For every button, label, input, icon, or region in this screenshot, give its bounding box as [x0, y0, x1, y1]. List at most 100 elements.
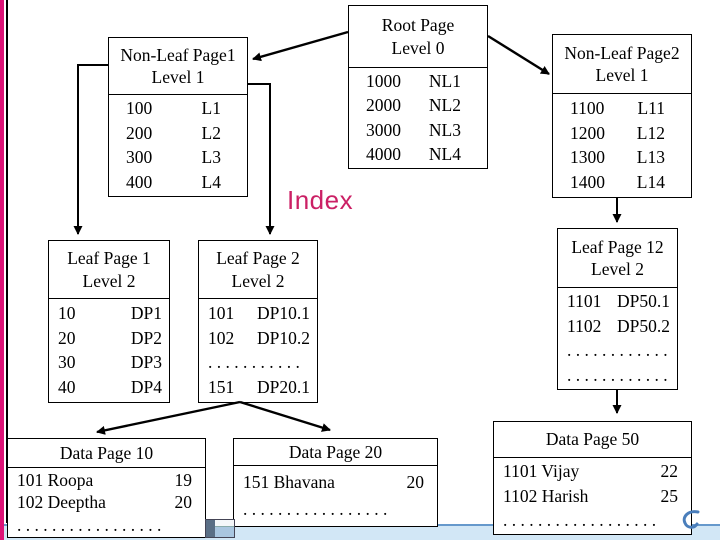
entry-key: . . . . . . . . . . . . — [567, 340, 668, 361]
entry-value: 20 — [406, 472, 425, 492]
entry-row: 1101 Vijay 22 — [494, 461, 691, 482]
leaf-page12-title: Leaf Page 12 Level 2 — [558, 229, 677, 288]
entry-value: DP20.1 — [257, 377, 310, 398]
entry-key: 300 — [126, 147, 153, 168]
entry-key: . . . . . . . . . . . . . . . . . . — [503, 509, 657, 530]
entry-key: 2000 — [366, 95, 401, 116]
entry-value: 20 — [174, 492, 193, 512]
entry-key: 1400 — [570, 172, 605, 193]
entry-key: 30 — [58, 352, 76, 373]
entry-row: 1101 DP50.1 — [558, 291, 677, 312]
entry-row: 100 L1 — [109, 98, 247, 119]
box-title-line: Level 2 — [591, 259, 644, 279]
frame-line — [6, 0, 8, 523]
entry-value: L3 — [201, 147, 221, 168]
box-title-line: Non-Leaf Page1 — [120, 44, 236, 65]
data-page50-title: Data Page 50 — [494, 422, 691, 458]
entry-key: . . . . . . . . . . . . . . . . . — [17, 514, 162, 535]
entry-key: 101 Roopa — [17, 469, 94, 490]
data-page20-box: Data Page 20 151 Bhavana 20 . . . . . . . … — [233, 438, 438, 527]
box-title-line: Data Page 20 — [288, 441, 383, 462]
entry-value: L1 — [201, 98, 221, 119]
box-title-line: Leaf Page 12 — [571, 236, 664, 257]
entry-key: 1200 — [570, 122, 605, 143]
leaf-page2-title: Leaf Page 2 Level 2 — [199, 241, 317, 299]
entry-row: 151 Bhavana 20 — [234, 472, 437, 493]
entry-key: . . . . . . . . . . . . . . . . . — [243, 499, 388, 519]
entry-row: 10 DP1 — [49, 303, 169, 324]
entry-value: DP2 — [130, 327, 162, 348]
entry-key: 100 — [126, 98, 153, 119]
thumbnail-right-pane — [215, 520, 234, 537]
entry-value: L4 — [201, 171, 221, 192]
entry-key: 1101 — [567, 291, 602, 312]
arrow-nonleaf1-to-leaf2 — [247, 83, 275, 235]
entry-key: 1102 Harish — [503, 485, 589, 506]
entry-key: 1101 Vijay — [503, 461, 580, 482]
entry-row: 1102 DP50.2 — [558, 316, 677, 337]
box-title-line: Level 2 — [82, 270, 136, 291]
arrow-nonleaf1-to-leaf1 — [73, 64, 108, 235]
entry-value: NL3 — [428, 119, 461, 140]
box-title-line: Level 2 — [231, 270, 285, 291]
entry-key: 20 — [58, 327, 76, 348]
box-title-line: Level 1 — [595, 65, 649, 85]
entry-key: 151 Bhavana — [243, 472, 335, 492]
entry-row: . . . . . . . . . . . . . . . . . — [234, 499, 437, 520]
entry-row: 3000 NL3 — [349, 120, 487, 141]
box-title-line: Leaf Page 1 — [67, 248, 151, 269]
entry-key: 1000 — [366, 71, 401, 92]
entry-row: 1102 Harish 25 — [494, 486, 691, 507]
entry-key: 102 — [208, 327, 235, 348]
entry-key: 400 — [126, 171, 153, 192]
entry-value: 25 — [660, 485, 679, 506]
data-page10-title: Data Page 10 — [8, 439, 205, 468]
entry-value: NL4 — [428, 143, 461, 164]
nonleaf-page2-title: Non-Leaf Page2 Level 1 — [553, 35, 691, 94]
entry-value: DP3 — [130, 352, 162, 373]
entry-row: 300 L3 — [109, 147, 247, 168]
slide-accent-stripe — [0, 0, 4, 540]
entry-value: 19 — [174, 469, 193, 490]
leaf-page1-title: Leaf Page 1 Level 2 — [49, 241, 169, 299]
arrow-leaf2-to-datapage20 — [239, 400, 331, 432]
entry-key: . . . . . . . . . . . . — [567, 364, 668, 385]
entry-row: 400 L4 — [109, 172, 247, 193]
box-title-line: Level 1 — [151, 67, 205, 87]
thumbnail-left-pane — [206, 520, 215, 537]
arrow-root-to-nonleaf1 — [252, 30, 349, 62]
entry-key: 3000 — [366, 119, 401, 140]
entry-row: . . . . . . . . . . . . . . . . . . — [494, 510, 691, 531]
entry-value: DP50.2 — [617, 315, 670, 336]
entry-row: 20 DP2 — [49, 328, 169, 349]
box-title-line: Root Page — [381, 15, 455, 36]
entry-value: L2 — [201, 122, 221, 143]
entry-value: DP1 — [130, 302, 162, 323]
entry-value: L14 — [636, 172, 665, 193]
index-heading: Index — [287, 185, 354, 215]
entry-key: 1300 — [570, 147, 605, 168]
data-page20-title: Data Page 20 — [234, 439, 437, 466]
arrow-leaf2-to-datapage10 — [96, 400, 241, 435]
entry-value: 22 — [660, 461, 679, 482]
box-title-line: Data Page 10 — [59, 442, 154, 463]
arrow-root-to-nonleaf2 — [487, 34, 550, 76]
entry-value: DP4 — [130, 377, 162, 398]
entry-key: 151 — [208, 377, 235, 398]
entry-key: 1102 — [567, 315, 602, 336]
entry-key: 10 — [58, 302, 76, 323]
entry-value: DP50.1 — [617, 291, 670, 312]
entry-row: 101 Roopa 19 — [8, 470, 205, 491]
